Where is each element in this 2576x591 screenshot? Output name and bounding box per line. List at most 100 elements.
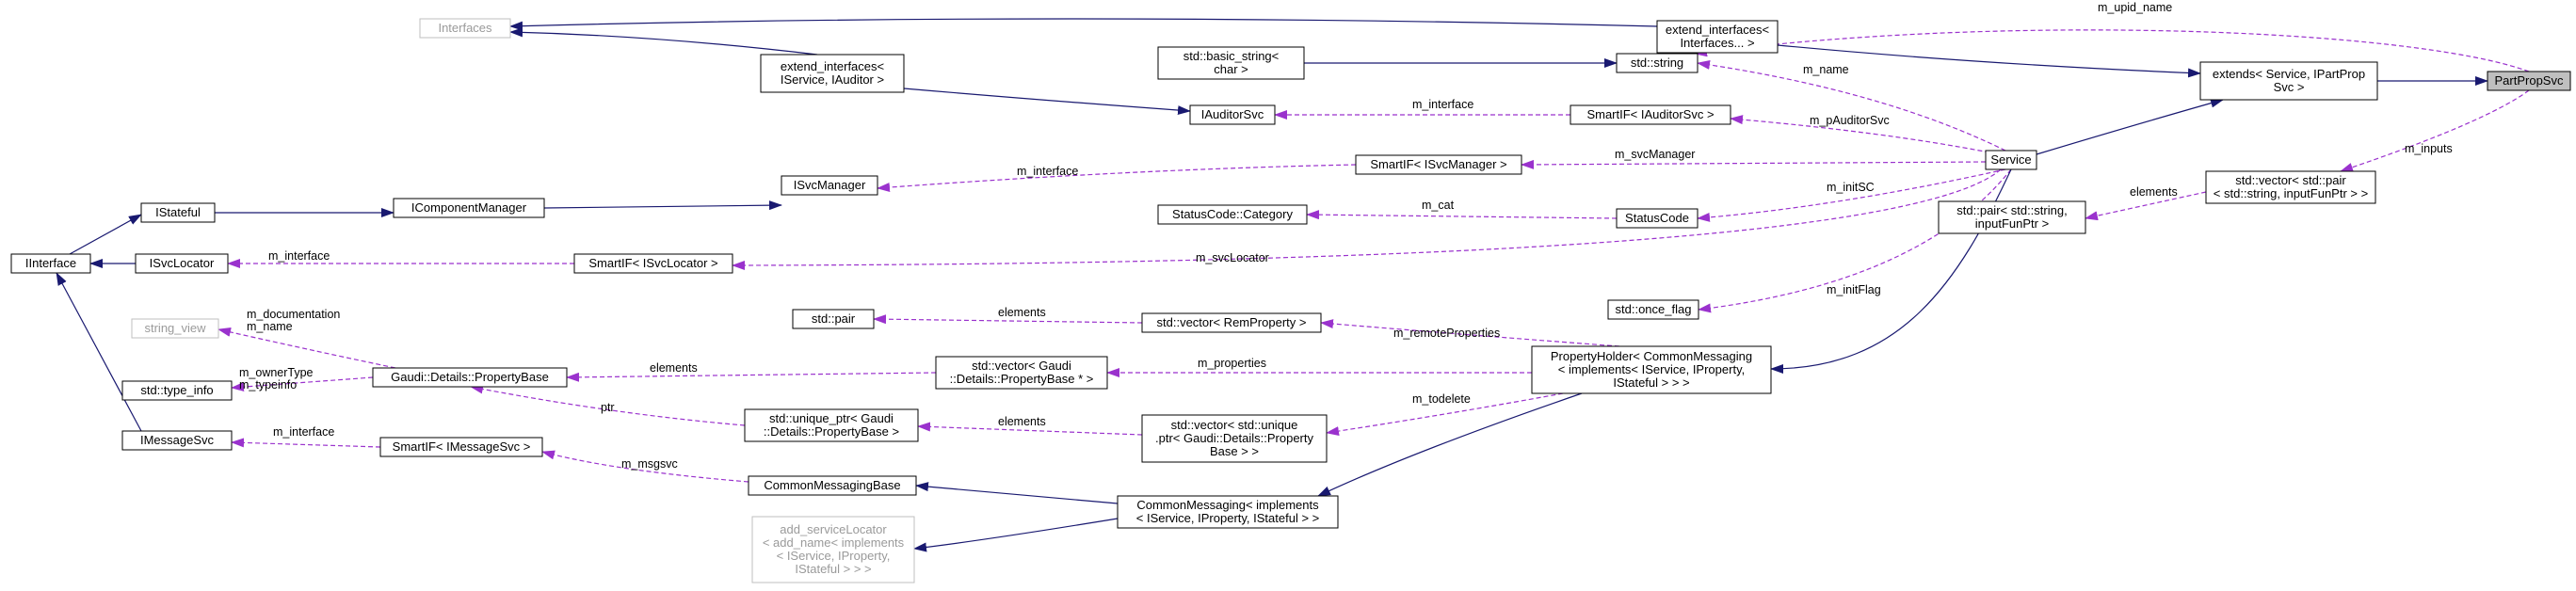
edge-label: m_properties xyxy=(1198,357,1266,370)
node-service[interactable]: Service xyxy=(1985,150,2037,170)
node-basic-string[interactable]: std::basic_string<char > xyxy=(1157,46,1305,80)
node-label-line: IStateful > > > xyxy=(1613,375,1689,390)
edge-line xyxy=(69,214,142,255)
usage-edge-smartif-iauditorsvc-to-service: m_pAuditorSvc xyxy=(1730,114,1990,153)
node-label-line: SmartIF< IMessageSvc > xyxy=(393,439,531,454)
node-smartif-isvclocator[interactable]: SmartIF< ISvcLocator > xyxy=(573,253,733,274)
node-iauditorsvc[interactable]: IAuditorSvc xyxy=(1189,104,1276,125)
usage-edge-vector-unique-ptr-to-propertyholder: m_todelete xyxy=(1326,392,1564,436)
edge-label: m_documentation xyxy=(247,308,340,321)
node-statuscode[interactable]: StatusCode xyxy=(1616,208,1699,229)
node-label-line: std::pair< std::string, xyxy=(1956,203,2067,217)
edge-label: m_name xyxy=(247,320,293,333)
node-label-line: extends< Service, IPartProp xyxy=(2213,67,2365,81)
edge-label: m_msgsvc xyxy=(621,457,678,471)
node-box xyxy=(1141,414,1328,463)
edge-line xyxy=(231,438,381,448)
node-isvclocator[interactable]: ISvcLocator xyxy=(135,253,229,274)
node-label-line: std::vector< std::unique xyxy=(1171,418,1298,432)
edge-label: m_todelete xyxy=(1412,392,1471,406)
node-vector-unique-ptr[interactable]: std::vector< std::unique.ptr< Gaudi::Det… xyxy=(1141,414,1328,463)
node-label-line: std::once_flag xyxy=(1616,302,1692,316)
edge-line xyxy=(1777,44,2201,78)
usage-edge-smartif-isvclocator-to-service: m_svcLocator xyxy=(732,168,2002,270)
edge-label: m_pAuditorSvc xyxy=(1810,114,1890,127)
node-vector-pair[interactable]: std::vector< std::pair< std::string, inp… xyxy=(2205,170,2376,204)
usage-edge-propertybase-to-unique-ptr: ptr xyxy=(470,384,746,426)
node-label-line: std::type_info xyxy=(140,383,213,397)
node-box xyxy=(1141,312,1322,333)
node-label-line: .ptr< Gaudi::Details::Property xyxy=(1155,431,1313,445)
node-unique-ptr[interactable]: std::unique_ptr< Gaudi::Details::Propert… xyxy=(744,408,919,442)
node-box xyxy=(372,367,568,388)
node-partpropsvc[interactable]: PartPropSvc xyxy=(2487,71,2571,91)
edge-line xyxy=(2085,191,2207,221)
edge-line xyxy=(1697,59,2006,152)
edge-line xyxy=(217,327,396,369)
usage-edge-smartif-isvcmanager-to-service: m_svcManager xyxy=(1521,148,1987,169)
node-interfaces[interactable]: Interfaces xyxy=(419,18,511,39)
node-extend-interfaces-var[interactable]: extend_interfaces<Interfaces... > xyxy=(1656,20,1779,54)
edge-line xyxy=(566,372,937,382)
node-propertyholder[interactable]: PropertyHolder< CommonMessaging< impleme… xyxy=(1531,345,1772,394)
node-label-line: ISvcManager xyxy=(794,178,866,192)
node-add-servicelocator[interactable]: add_serviceLocator< add_name< implements… xyxy=(751,516,915,583)
node-imessagesvc[interactable]: IMessageSvc xyxy=(121,430,233,451)
node-label-line: extend_interfaces< xyxy=(1666,23,1769,37)
node-statuscode-category[interactable]: StatusCode::Category xyxy=(1157,204,1308,225)
edge-label: m_interface xyxy=(1017,165,1078,178)
node-box xyxy=(379,437,543,457)
node-commonmessagingbase[interactable]: CommonMessagingBase xyxy=(748,475,917,496)
node-label-line: SmartIF< ISvcLocator > xyxy=(588,256,717,270)
edge-label: ptr xyxy=(601,401,615,414)
node-iinterface[interactable]: IInterface xyxy=(10,253,91,274)
node-once-flag[interactable]: std::once_flag xyxy=(1607,299,1699,320)
node-istateful[interactable]: IStateful xyxy=(140,202,216,223)
node-box xyxy=(1157,204,1308,225)
node-box xyxy=(792,309,875,329)
node-box xyxy=(1938,200,2086,234)
usage-edge-once-flag-to-service: m_initFlag xyxy=(1698,168,2012,313)
usage-edge-isvclocator-to-smartif-isvclocator: m_interface xyxy=(227,249,574,268)
node-std-string[interactable]: std::string xyxy=(1616,53,1699,73)
node-box xyxy=(760,54,905,93)
node-smartif-iauditorsvc[interactable]: SmartIF< IAuditorSvc > xyxy=(1570,104,1731,125)
node-vector-propertybase[interactable]: std::vector< Gaudi::Details::PropertyBas… xyxy=(935,356,1108,390)
node-isvcmanager[interactable]: ISvcManager xyxy=(781,175,878,196)
node-type-info[interactable]: std::type_info xyxy=(121,380,233,401)
node-box xyxy=(1531,345,1772,394)
node-extend-interfaces-isa[interactable]: extend_interfaces<IService, IAuditor > xyxy=(760,54,905,93)
usage-edge-unique-ptr-to-vector-unique-ptr: elements xyxy=(917,415,1143,436)
node-propertybase[interactable]: Gaudi::Details::PropertyBase xyxy=(372,367,568,388)
node-smartif-imessagesvc[interactable]: SmartIF< IMessageSvc > xyxy=(379,437,543,457)
node-pair-string[interactable]: std::pair< std::string,inputFunPtr > xyxy=(1938,200,2086,234)
node-smartif-isvcmanager[interactable]: SmartIF< ISvcManager > xyxy=(1355,154,1522,175)
node-vector-remproperty[interactable]: std::vector< RemProperty > xyxy=(1141,312,1322,333)
node-commonmessaging[interactable]: CommonMessaging< implements< IService, I… xyxy=(1117,495,1339,529)
node-string-view[interactable]: string_view xyxy=(131,318,219,339)
edge-line xyxy=(1697,168,2006,222)
node-label-line: StatusCode xyxy=(1625,211,1689,225)
edge-line xyxy=(56,272,142,432)
node-label-line: char > xyxy=(1214,62,1248,76)
node-label-line: Service xyxy=(1990,152,2031,167)
node-label-line: CommonMessagingBase xyxy=(764,478,900,492)
node-label-line: std::vector< std::pair xyxy=(2235,173,2346,187)
node-std-pair[interactable]: std::pair xyxy=(792,309,875,329)
node-box xyxy=(419,18,511,39)
node-label-line: extend_interfaces< xyxy=(781,59,884,73)
usage-edge-vector-pair-to-partpropsvc: m_inputs xyxy=(2340,89,2530,172)
edges-layer: m_inputsm_upid_namem_namem_interfacem_pA… xyxy=(56,1,2530,552)
node-label-line: std::string xyxy=(1631,56,1683,70)
edge-label: m_interface xyxy=(273,425,334,439)
usage-edge-vector-propertybase-to-propertyholder: m_properties xyxy=(1106,357,1532,377)
inheritance-edge-interfaces-to-extend-interfaces-var xyxy=(509,18,1658,31)
node-icomponentmanager[interactable]: IComponentManager xyxy=(393,198,545,218)
node-box xyxy=(573,253,733,274)
edge-label: m_inputs xyxy=(2405,142,2453,155)
node-box xyxy=(935,356,1108,390)
node-label-line: PropertyHolder< CommonMessaging xyxy=(1551,349,1752,363)
node-box xyxy=(1656,20,1779,54)
